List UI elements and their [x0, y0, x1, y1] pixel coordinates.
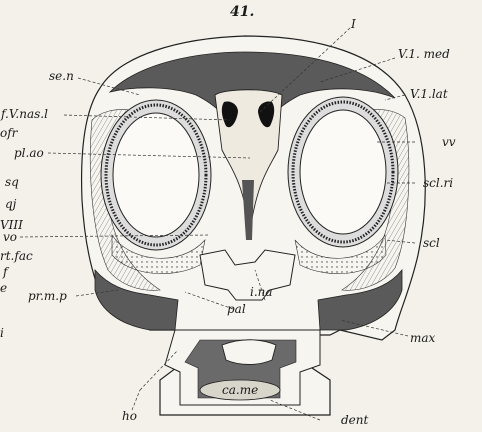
- label-i-na: i.na: [250, 286, 273, 298]
- label-f: f: [3, 266, 7, 278]
- label-v1-med: V.1. med: [398, 48, 450, 60]
- label-vv: vv: [442, 136, 456, 148]
- label-max: max: [410, 332, 435, 344]
- label-se-n: se.n: [49, 70, 74, 82]
- right-eye: [288, 97, 398, 247]
- label-v1-lat: V.1.lat: [410, 88, 448, 100]
- label-pl-ao: pl.ao: [14, 147, 44, 159]
- label-qj: qj: [5, 198, 16, 210]
- buccal-cavity: [222, 340, 276, 365]
- label-pal: pal: [227, 303, 246, 315]
- label-rt-fac: rt.fac: [0, 250, 33, 262]
- label-f-vnas-l: f.V.nas.l: [1, 108, 48, 120]
- label-vo: vo: [3, 231, 17, 243]
- label-ho: ho: [122, 410, 137, 422]
- label-scl-ri: scl.ri: [423, 177, 453, 189]
- label-I: I: [351, 18, 356, 30]
- label-ca-me: ca.me: [222, 384, 258, 396]
- label-i: i: [0, 327, 4, 339]
- label-e: e: [0, 282, 7, 294]
- label-sq: sq: [5, 176, 19, 188]
- left-eye: [101, 100, 211, 250]
- label-scl: scl: [423, 237, 440, 249]
- label-dent: dent: [341, 414, 368, 426]
- label-ofr: ofr: [0, 127, 17, 139]
- label-pr-m-p: pr.m.p: [28, 290, 67, 302]
